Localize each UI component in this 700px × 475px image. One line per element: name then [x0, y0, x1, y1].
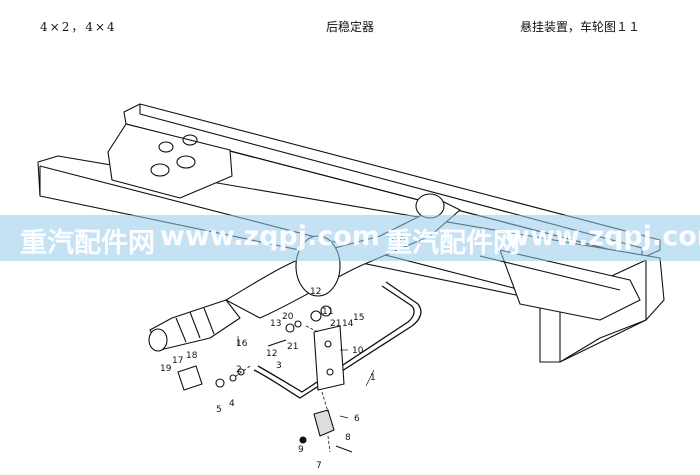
callout-8: 8	[345, 433, 351, 443]
bracket-part-10	[313, 325, 345, 391]
callout-15: 15	[353, 313, 364, 323]
callout-11: 11	[322, 307, 333, 317]
callout-19: 19	[160, 364, 172, 374]
callout-10: 10	[352, 346, 364, 356]
axle-stub-left	[148, 299, 241, 352]
callout-labels: 1 2 3 4 5 6 7 8 9 10 11 12 12 13 14 15 1…	[160, 235, 406, 471]
callout-5: 5	[216, 405, 222, 415]
watermark-band: 重汽配件网 www.zqpj.com 重汽配件网 www.zqpj.com	[0, 215, 700, 261]
cross-member-front	[107, 123, 233, 199]
callout-16b: 16	[236, 339, 248, 349]
clamp-part-6	[313, 409, 335, 437]
watermark-brand: 重汽配件网	[20, 228, 155, 259]
cross-member-rear	[479, 249, 641, 321]
watermark-url: www.zqpj.com	[160, 221, 380, 252]
callout-1: 1	[370, 373, 376, 383]
callout-21a: 21	[287, 342, 298, 352]
callout-9: 9	[298, 445, 304, 455]
header-right: 悬挂装置，车轮图１１	[520, 20, 641, 34]
callout-6: 6	[354, 414, 360, 424]
callout-12a: 12	[310, 287, 321, 297]
callout-2: 2	[236, 365, 242, 375]
callout-12b: 12	[266, 349, 277, 359]
watermark-url-repeat: www.zqpj.com	[505, 221, 700, 252]
callout-14: 14	[342, 319, 354, 329]
callout-4: 4	[229, 399, 235, 409]
callout-21b: 21	[330, 319, 341, 329]
callout-7: 7	[316, 461, 322, 471]
callout-13: 13	[270, 319, 281, 329]
stabilizer-bar	[253, 281, 422, 399]
callout-3: 3	[276, 361, 282, 371]
callout-18: 18	[186, 351, 198, 361]
bushing-parts	[177, 305, 353, 453]
watermark-brand-repeat: 重汽配件网	[385, 228, 520, 259]
assembly-guide-lines	[235, 325, 331, 453]
callout-20: 20	[282, 312, 294, 322]
header-title: 后稳定器	[326, 20, 375, 34]
callout-17: 17	[172, 356, 183, 366]
header-left: 4×2，4×4	[40, 20, 117, 34]
